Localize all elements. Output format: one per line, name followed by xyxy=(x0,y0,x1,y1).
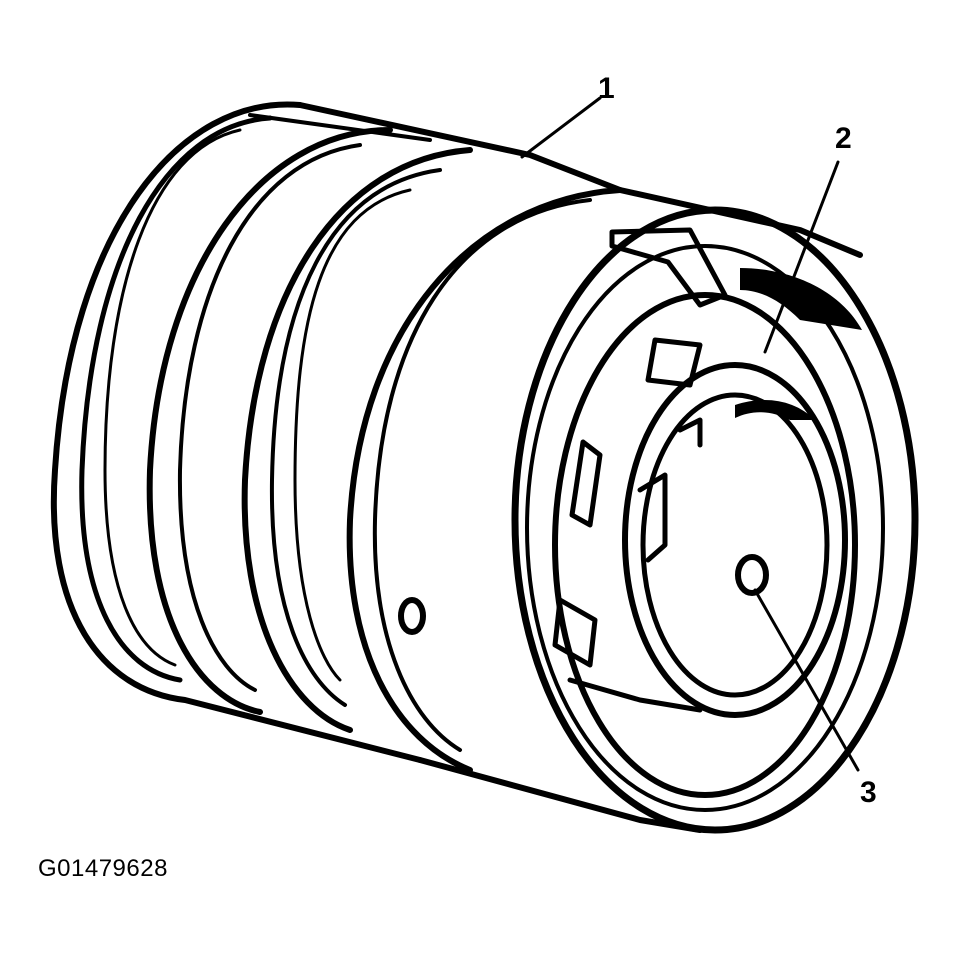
leader-3 xyxy=(753,588,860,772)
callout-2: 2 xyxy=(835,122,852,155)
center-terminal xyxy=(735,554,769,596)
inner-shadow xyxy=(735,400,815,420)
callout-3: 3 xyxy=(860,776,877,809)
leader-2 xyxy=(763,160,840,354)
ribbed-flanges xyxy=(50,101,473,763)
inner-cavity xyxy=(552,292,858,798)
outer-face-ring xyxy=(511,206,919,834)
leader-lines xyxy=(520,96,860,772)
figure-id: G01479628 xyxy=(38,855,168,882)
callout-1: 1 xyxy=(598,72,615,105)
leader-1 xyxy=(520,96,602,159)
latch-shadow xyxy=(740,268,862,330)
top-edge-inner xyxy=(248,113,432,142)
locking-tab xyxy=(609,227,728,308)
side-hole xyxy=(398,597,426,635)
